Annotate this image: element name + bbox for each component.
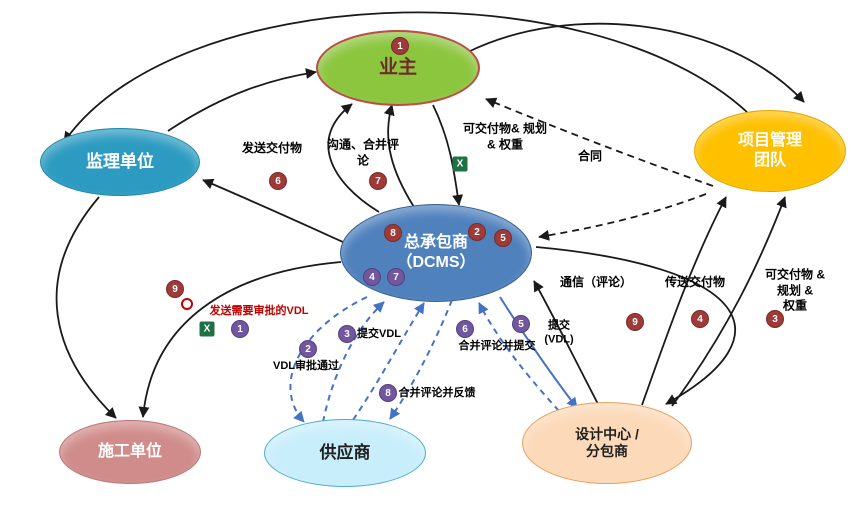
arrow-supervision-to-owner [167, 68, 317, 132]
arrow-design-to-contractor-communication [533, 280, 599, 405]
arrow-design-to-pmteam-transmit [641, 196, 727, 406]
arrow-contractor-to-supplier-vdl [289, 296, 368, 423]
badge-merge-feedback-8: 8 [379, 384, 397, 402]
arrow-contractor-to-owner-send [327, 103, 380, 213]
arrow-contractor-to-owner-communicate [383, 104, 415, 208]
arrow-pmteam-to-owner-contract [485, 97, 714, 187]
arrow-contractor-to-construction [138, 261, 342, 418]
badge-submit-vdl-3: 3 [338, 325, 356, 343]
badge-contractor-8: 8 [384, 224, 402, 242]
label-transmit-deliverables: 传送交付物 [664, 275, 726, 290]
label-contract: 合同 [577, 149, 603, 164]
arrow-contractor-to-design-arc [535, 246, 736, 405]
badge-contractor-4: 4 [363, 268, 381, 286]
badge-transmit-4: 4 [691, 310, 709, 328]
arrow-owner-to-pmteam [467, 22, 805, 103]
label-deliverables-top: 可交付物& 规划 & 权重 [462, 121, 548, 151]
badge-deliverables-right-3: 3 [766, 310, 784, 328]
node-contractor: 总承包商 （DCMS） [340, 204, 532, 302]
arrow-supervision-to-construction [55, 196, 117, 419]
red-circle-marker [181, 298, 193, 310]
badge-vdl-send-1: 1 [231, 320, 249, 338]
label-send-deliverables: 发送交付物 [241, 141, 303, 156]
node-design-center: 设计中心 / 分包商 [522, 402, 692, 484]
label-submit-vdl: 提交VDL [357, 327, 401, 340]
badge-contractor-5: 5 [494, 229, 512, 247]
node-construction: 施工单位 [59, 420, 201, 484]
arrow-pmteam-to-supervision [63, 11, 748, 143]
arrow-supplier-to-contractor-approved [322, 301, 385, 423]
badge-contractor-7: 7 [387, 268, 405, 286]
badge-submit-vdl2-5: 5 [512, 315, 530, 333]
badge-merge-submit-6: 6 [456, 320, 474, 338]
excel-icon: X [199, 321, 215, 337]
arrow-contractor-to-supplier-feedback [389, 299, 453, 420]
arrow-pmteam-to-contractor [538, 193, 707, 241]
badge-send-deliverables-6: 6 [269, 172, 287, 190]
label-vdl-approved: VDL审批通过 [273, 359, 339, 372]
label-deliverables-right: 可交付物 & 规划 & 权重 [764, 267, 825, 313]
label-merge-comments-submit: 合并评论并提交 [458, 339, 536, 352]
badge-contractor-2: 2 [468, 223, 486, 241]
badge-left-9: 9 [166, 280, 184, 298]
label-submit-vdl-2: 提交 (VDL) [544, 319, 574, 346]
label-merge-comments-feedback: 合并评论并反馈 [398, 386, 476, 399]
arrow-contractor-to-supervision [202, 178, 344, 243]
arrow-supplier-to-contractor-submit [352, 302, 425, 421]
arrow-owner-to-contractor-deliverables [432, 104, 464, 206]
arrow-design-to-pmteam-deliverables [671, 196, 787, 407]
label-communication-comments: 通信（评论） [559, 275, 633, 290]
arrow-design-to-contractor-merge-submit [478, 302, 560, 412]
node-owner: 业主 [316, 30, 480, 106]
excel-icon: X [452, 156, 468, 172]
arrow-contractor-to-design-submit [499, 296, 578, 409]
label-communicate-merge: 沟通、合并评 论 [326, 137, 400, 167]
label-send-vdl-for-approval: 发送需要审批的VDL [209, 304, 309, 317]
badge-communicate-7: 7 [369, 172, 387, 190]
badge-communication-9: 9 [626, 313, 644, 331]
badge-owner-1: 1 [391, 37, 409, 55]
node-pm-team: 项目管理 团队 [694, 110, 846, 192]
node-supplier: 供应商 [264, 419, 426, 487]
badge-vdl-approved-2: 2 [299, 340, 317, 358]
node-supervision: 监理单位 [40, 128, 200, 196]
